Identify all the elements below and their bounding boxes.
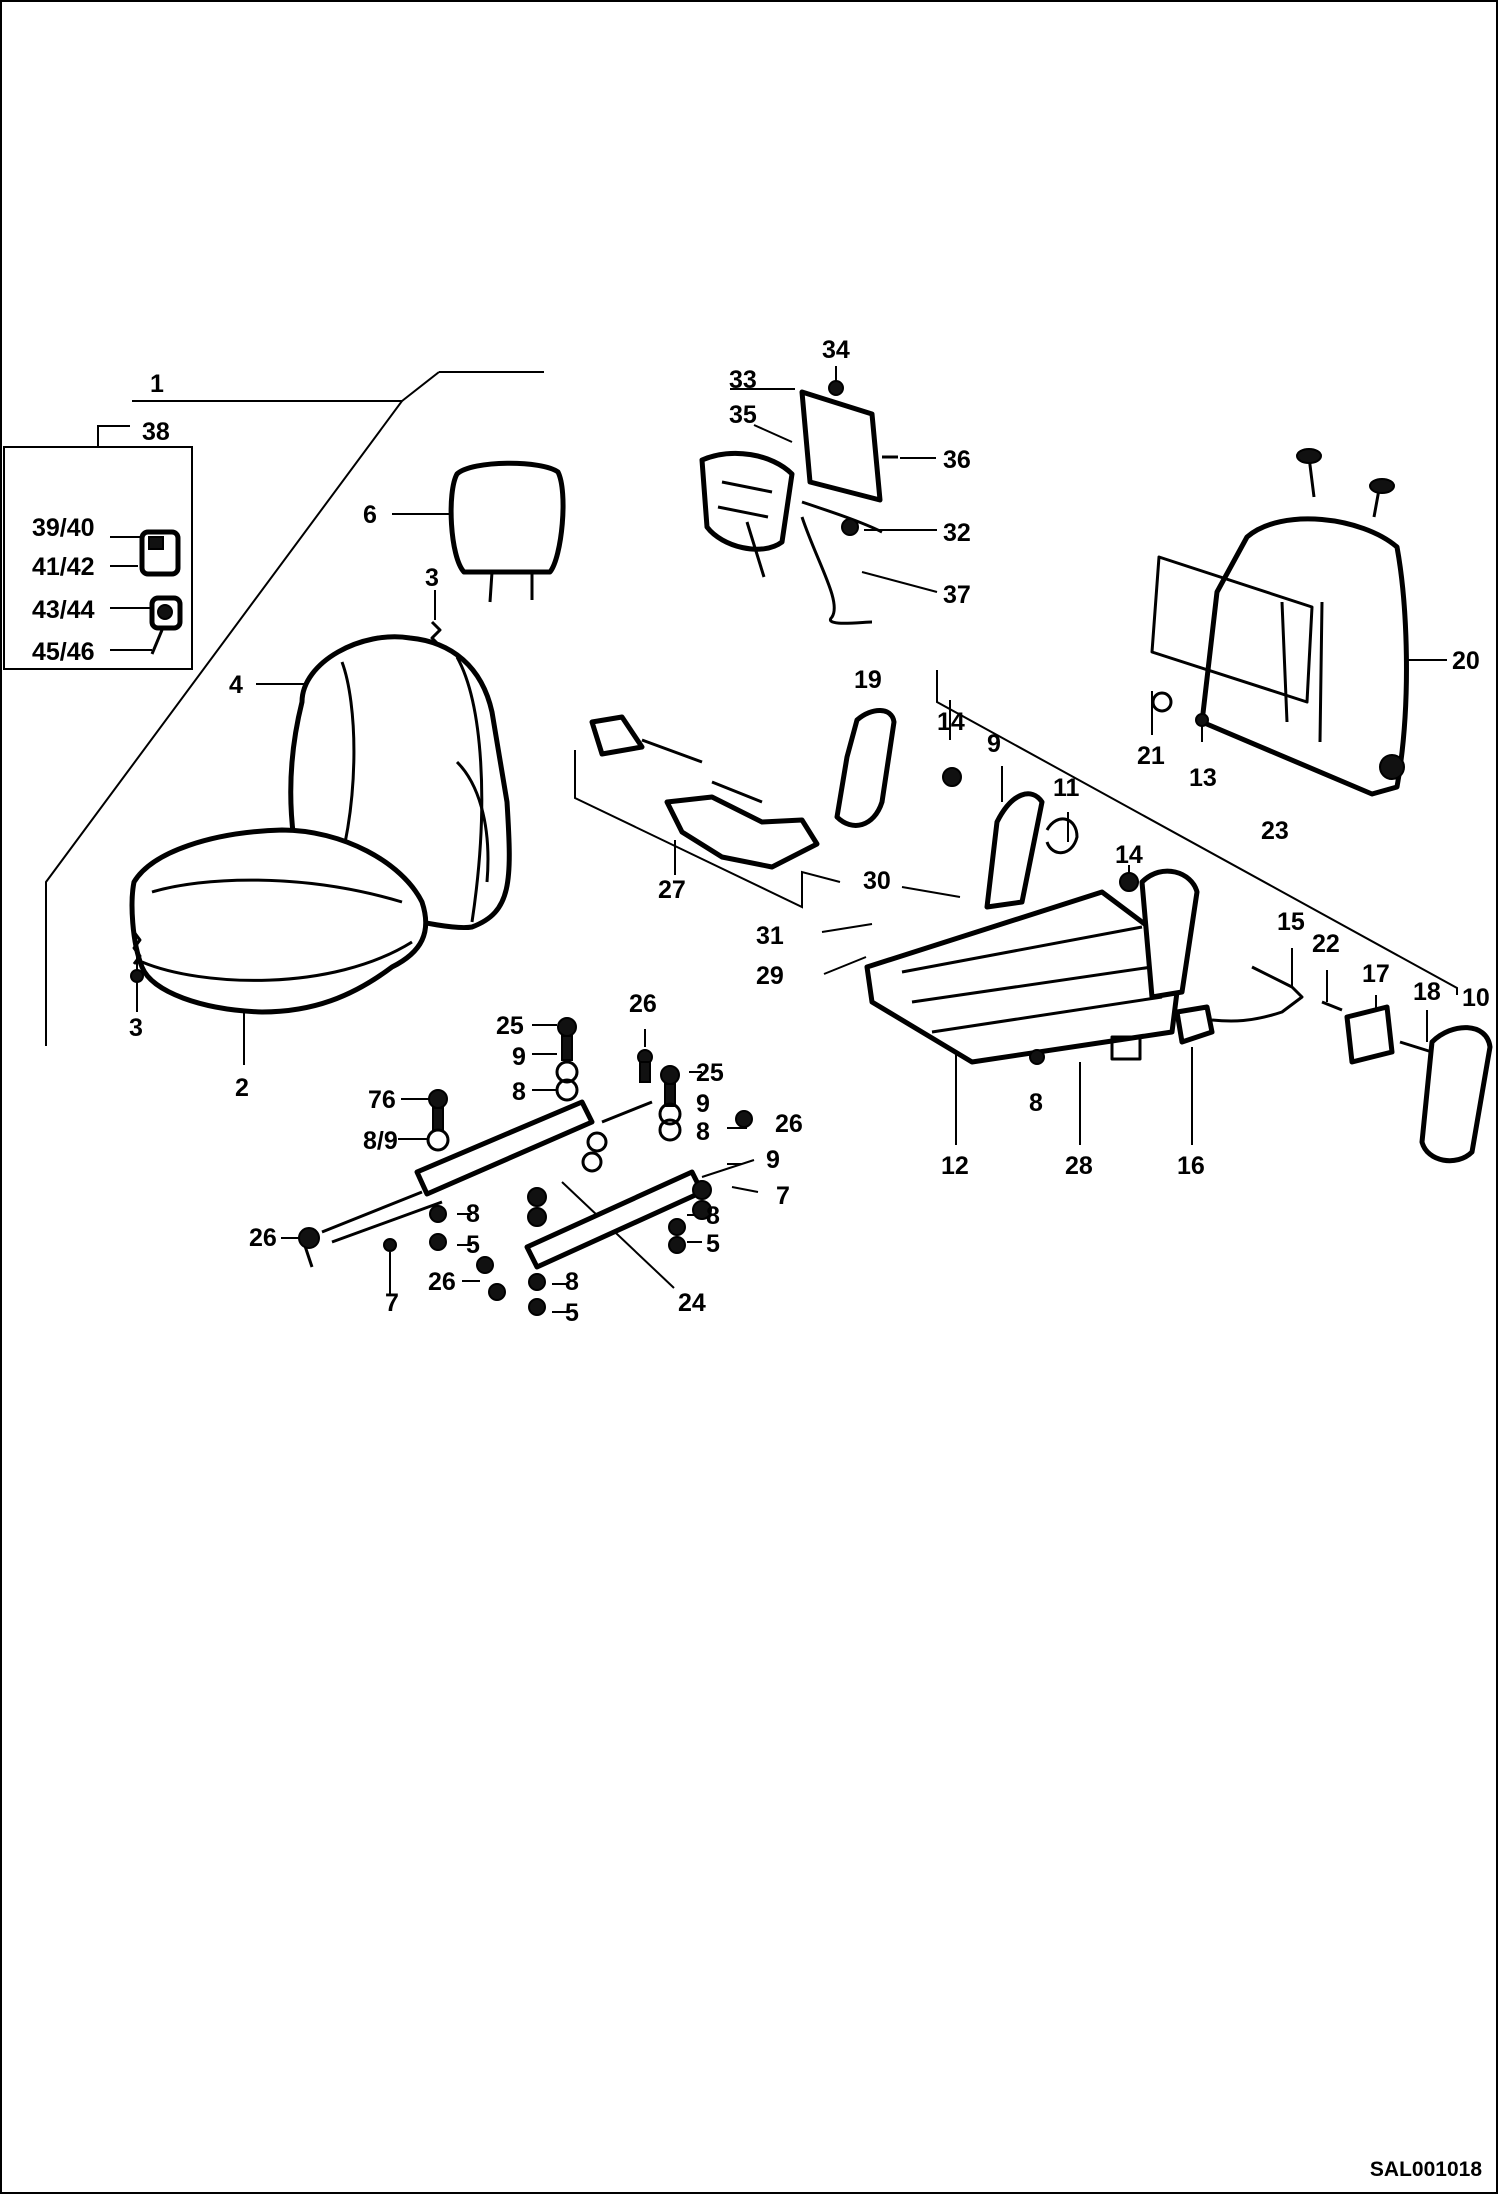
callout-24: 24	[678, 1289, 706, 1317]
callout-5-a: 5	[706, 1230, 720, 1258]
callout-30: 30	[863, 867, 891, 895]
callout-25-a: 25	[496, 1012, 524, 1040]
headrest	[448, 460, 566, 575]
callout-32: 32	[943, 519, 971, 547]
side-cover-10	[1419, 1025, 1493, 1164]
callout-26-a: 26	[629, 990, 657, 1018]
callout-19: 19	[854, 666, 882, 694]
callout-8-f: 8	[565, 1268, 579, 1296]
callout-26-b: 26	[775, 1110, 803, 1138]
callout-10: 10	[1462, 984, 1490, 1012]
callout-9-c: 9	[696, 1090, 710, 1118]
callout-8-c: 8	[1029, 1089, 1043, 1117]
callout-31: 31	[756, 922, 784, 950]
callout-23: 23	[1261, 817, 1289, 845]
recliner-17	[1344, 1004, 1395, 1065]
linkage-27	[589, 714, 645, 757]
mount-plate	[799, 389, 883, 503]
callout-27: 27	[658, 876, 686, 904]
callout-6: 6	[363, 501, 377, 529]
callout-14-a: 14	[937, 708, 965, 736]
callout-4: 4	[229, 671, 243, 699]
callout-38: 38	[142, 418, 170, 446]
callout-36: 36	[943, 446, 971, 474]
callout-76: 76	[368, 1086, 396, 1114]
callout-39-40: 39/40	[32, 514, 95, 542]
callout-22: 22	[1312, 930, 1340, 958]
callout-8-a: 8	[512, 1078, 526, 1106]
callout-15: 15	[1277, 908, 1305, 936]
lumbar-frame	[699, 450, 795, 552]
callout-8-9: 8/9	[363, 1127, 398, 1155]
callout-7-b: 7	[385, 1289, 399, 1317]
callout-21: 21	[1137, 742, 1165, 770]
callout-2: 2	[235, 1074, 249, 1102]
callout-1: 1	[150, 370, 164, 398]
callout-labels: 1 38 39/40 41/42 43/44 45/46 6 3 4 3 2 3…	[32, 336, 1490, 1327]
callout-3-upper: 3	[425, 564, 439, 592]
callout-35: 35	[729, 401, 757, 429]
callout-8-e: 8	[466, 1200, 480, 1228]
callout-45-46: 45/46	[32, 638, 95, 666]
callout-11: 11	[1053, 774, 1080, 802]
handle-16	[1174, 1004, 1215, 1045]
callout-9-b: 9	[512, 1043, 526, 1071]
callout-16: 16	[1177, 1152, 1205, 1180]
callout-33: 33	[729, 366, 757, 394]
callout-12: 12	[941, 1152, 969, 1180]
callout-13: 13	[1189, 764, 1217, 792]
drawing-id: SAL001018	[1369, 2158, 1482, 2181]
callout-5-c: 5	[565, 1299, 579, 1327]
callout-3-lower: 3	[129, 1014, 143, 1042]
seat-cushion	[129, 827, 429, 1015]
callout-26-d: 26	[428, 1268, 456, 1296]
callout-26-c: 26	[249, 1224, 277, 1252]
callout-29: 29	[756, 962, 784, 990]
callout-37: 37	[943, 581, 971, 609]
callout-7-a: 7	[776, 1182, 790, 1210]
fasteners	[298, 1017, 753, 1316]
slide-rail-left	[414, 1099, 595, 1197]
callout-5-b: 5	[466, 1231, 480, 1259]
part-drawings	[129, 380, 1493, 1316]
callout-18: 18	[1413, 978, 1441, 1006]
callout-14-b: 14	[1115, 841, 1143, 869]
callout-8-b: 8	[696, 1118, 710, 1146]
callout-9-d: 9	[766, 1146, 780, 1174]
clip-11	[1045, 817, 1079, 855]
callout-43-44: 43/44	[32, 596, 95, 624]
callout-9-a: 9	[987, 730, 1001, 758]
backrest-frame	[1199, 516, 1409, 797]
callout-20: 20	[1452, 647, 1480, 675]
callout-34: 34	[822, 336, 850, 364]
callout-17: 17	[1362, 960, 1390, 988]
callout-8-d: 8	[706, 1202, 720, 1230]
callout-41-42: 41/42	[32, 553, 95, 581]
callout-28: 28	[1065, 1152, 1093, 1180]
callout-25-b: 25	[696, 1059, 724, 1087]
side-cover-19	[834, 708, 897, 828]
